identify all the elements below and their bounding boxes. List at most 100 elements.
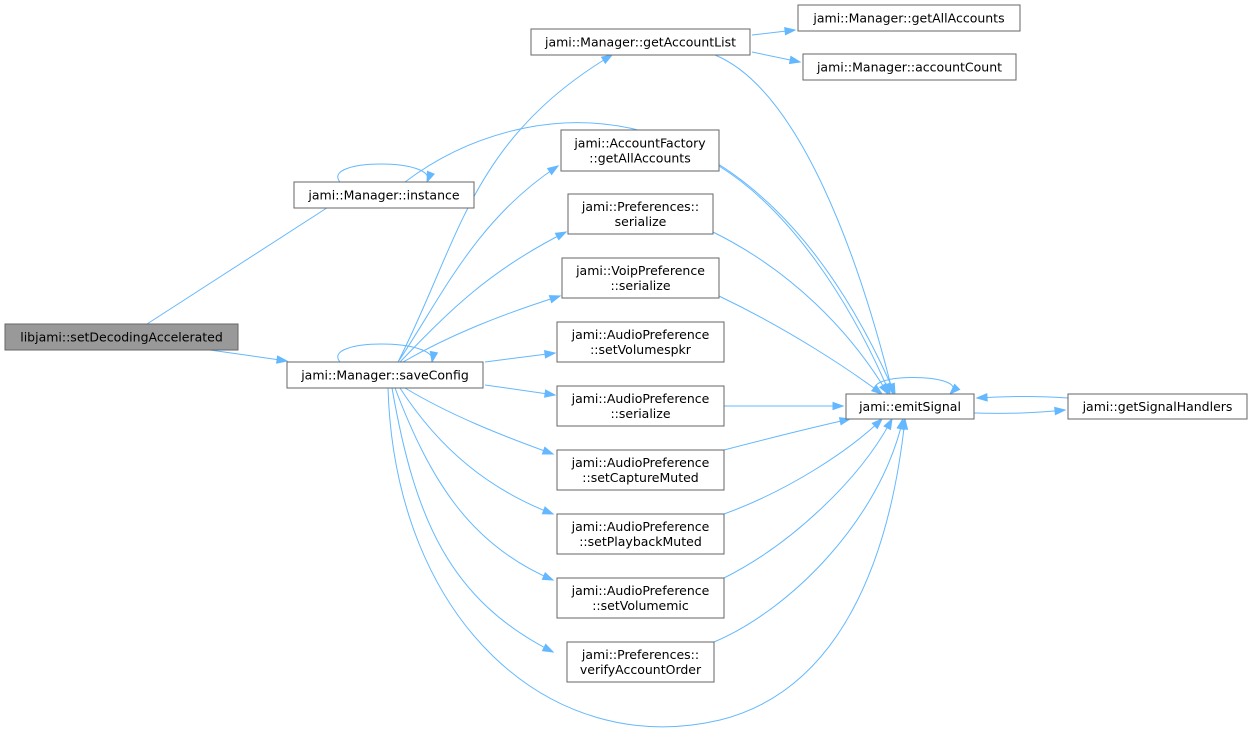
edge-line [713,418,904,643]
edge-set-decoding-accelerated-to-save-config [209,349,289,364]
node-box [560,129,720,172]
arrowhead [975,393,988,402]
edge-line [718,165,891,395]
node-box [530,28,751,56]
node-label: jami::AudioPreference [571,327,710,342]
node-label: ::serialize [610,406,670,421]
arrowhead [784,26,797,36]
node-box [556,577,725,619]
node-layer: libjami::setDecodingAcceleratedjami::Man… [4,4,1248,683]
arrowhead [1054,406,1067,416]
arrowhead [541,506,555,515]
arrowhead [546,165,560,176]
edge-emit-signal-to-get-signal-handlers [973,406,1067,416]
node-label: jami::AudioPreference [571,455,710,470]
node-label: jami::Manager::accountCount [816,60,1002,75]
edge-line [714,54,894,395]
node-label: ::setVolumespkr [590,342,692,357]
edge-line [397,165,559,363]
edge-save-config-to-set-playback-muted [399,387,555,515]
node-get-all-accounts-mgr[interactable]: jami::Manager::getAllAccounts [797,4,1021,32]
edge-get-signal-handlers-to-emit-signal [975,393,1069,402]
edge-line [976,396,1069,399]
arrowhead [883,417,893,431]
node-account-count[interactable]: jami::Manager::accountCount [802,53,1017,81]
node-instance[interactable]: jami::Manager::instance [293,181,475,209]
node-audio-serialize[interactable]: jami::AudioPreference::serialize [556,385,725,427]
edge-get-account-list-to-get-all-accounts-mgr [751,26,797,36]
edge-set-playback-muted-to-emit-signal [723,417,884,515]
node-box [802,53,1017,81]
node-label: ::getAllAccounts [589,151,690,166]
node-label: jami::AccountFactory [573,136,706,151]
edge-save-config-to-set-volumespkr [484,350,557,363]
edge-line [391,387,554,653]
edge-emit-signal-to-emit-signal [875,377,961,396]
node-label: libjami::setDecodingAccelerated [20,330,223,345]
node-factory-get-all[interactable]: jami::AccountFactory::getAllAccounts [560,129,720,172]
node-label: jami::VoipPreference [575,263,705,278]
arrowhead [544,350,557,359]
edge-line [973,409,1066,414]
node-pref-serialize[interactable]: jami::Preferences::serialize [567,193,714,235]
node-label: jami::Manager::getAllAccounts [812,11,1004,26]
node-get-signal-handlers[interactable]: jami::getSignalHandlers [1067,393,1248,420]
node-label: serialize [615,214,667,229]
node-label: ::setPlaybackMuted [579,534,702,549]
edge-line [712,231,889,395]
arrowhead [788,55,802,65]
arrowhead [600,54,614,65]
arrowhead [429,350,439,364]
edge-line [723,418,883,515]
edge-line [402,295,561,363]
node-box [4,323,239,351]
edge-get-account-list-to-account-count [751,51,802,65]
edge-line [397,54,613,363]
node-set-playback-muted[interactable]: jami::AudioPreference::setPlaybackMuted [556,513,725,555]
node-label: jami::AudioPreference [571,583,710,598]
node-set-decoding-accelerated[interactable]: libjami::setDecodingAccelerated [4,323,239,351]
arrowhead [870,384,884,395]
node-label: jami::Preferences:: [581,647,699,662]
node-label: jami::Manager::instance [307,188,459,203]
edge-save-config-to-set-volumemic [394,387,555,581]
edge-get-account-list-to-emit-signal [714,54,895,396]
edge-line [723,418,851,451]
node-label: jami::Manager::getAccountList [544,35,736,50]
edge-line [337,163,429,183]
edge-line [337,343,433,363]
arrowhead [554,231,568,241]
edge-factory-get-all-to-emit-signal [718,165,891,396]
node-set-volumemic[interactable]: jami::AudioPreference::setVolumemic [556,577,725,619]
node-verify-account-order[interactable]: jami::Preferences::verifyAccountOrder [566,641,715,683]
node-get-account-list[interactable]: jami::Manager::getAccountList [530,28,751,56]
node-box [286,361,484,389]
edge-line [484,352,556,363]
node-label: jami::getSignalHandlers [1082,399,1233,414]
node-voip-serialize[interactable]: jami::VoipPreference::serialize [561,257,720,299]
node-set-capture-muted[interactable]: jami::AudioPreference::setCaptureMuted [556,449,725,491]
node-label: ::setVolumemic [592,598,689,613]
edge-line [404,387,554,455]
arrowhead [948,383,961,396]
node-label: jami::Manager::saveConfig [300,368,469,383]
node-box [293,181,475,209]
edge-instance-to-instance [337,163,435,184]
node-save-config[interactable]: jami::Manager::saveConfig [286,361,484,389]
node-label: verifyAccountOrder [580,662,702,677]
arrowhead [544,389,557,398]
edge-save-config-to-audio-serialize [484,384,557,398]
edge-line [394,387,554,581]
arrowhead [896,417,905,431]
node-set-volumespkr[interactable]: jami::AudioPreference::setVolumespkr [556,321,725,363]
edge-set-capture-muted-to-emit-signal [723,417,852,451]
arrowhead [541,643,555,653]
edge-save-config-to-verify-account-order [391,387,555,653]
node-emit-signal[interactable]: jami::emitSignal [845,393,975,420]
node-label: ::serialize [610,278,670,293]
node-label: jami::AudioPreference [571,391,710,406]
node-box [567,193,714,235]
edge-save-config-to-save-config [337,343,439,364]
edge-verify-account-order-to-emit-signal [713,417,905,643]
arrowhead [832,401,845,411]
